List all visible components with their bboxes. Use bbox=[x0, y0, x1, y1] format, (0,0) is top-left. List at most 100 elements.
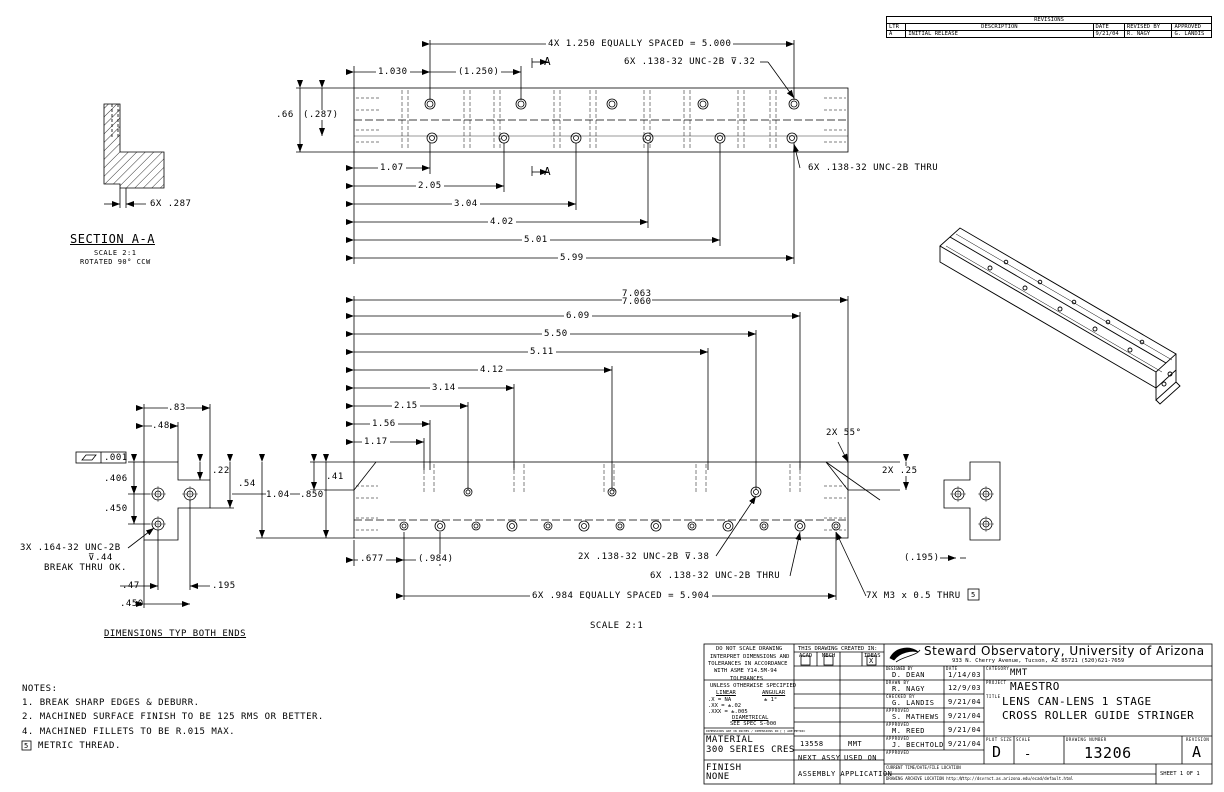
archive-label: DRAWING ARCHIVE LOCATION http:// bbox=[886, 776, 964, 781]
note-flag-text: METRIC THREAD. bbox=[38, 741, 121, 751]
front-dim-215: 2.15 bbox=[392, 401, 420, 411]
approved-label-4: APPROVED bbox=[886, 750, 910, 755]
tol-xx: .XX = ±.02 bbox=[708, 703, 742, 709]
revision-value: A bbox=[1192, 743, 1202, 761]
dim-22: .22 bbox=[212, 466, 230, 476]
dim-54: .54 bbox=[238, 479, 256, 489]
approved-2: M. REED bbox=[892, 727, 926, 735]
angular-label: ANGULAR bbox=[762, 690, 786, 696]
dim-450: .450 bbox=[104, 504, 128, 514]
note-1: 1. BREAK SHARP EDGES & DEBURR. bbox=[22, 698, 200, 708]
end-tap-note-1: 3X .164-32 UNC-2B bbox=[20, 543, 121, 553]
used-on-label: USED ON bbox=[844, 754, 878, 762]
front-dim-550: 5.50 bbox=[542, 329, 570, 339]
rev-cell: 9/21/04 bbox=[1092, 30, 1125, 38]
section-a-a-shape bbox=[103, 103, 165, 208]
scale-value: - bbox=[1024, 747, 1032, 761]
revisions-title: REVISIONS bbox=[886, 16, 1212, 24]
note-2: 2. MACHINED SURFACE FINISH TO BE 125 RMS… bbox=[22, 712, 324, 722]
dim-83: .83 bbox=[168, 403, 186, 413]
metric-note: 7X M3 x 0.5 THRU bbox=[866, 591, 961, 601]
category-value: MMT bbox=[1010, 668, 1028, 678]
plot-size-label: PLOT SIZE bbox=[986, 737, 1013, 742]
front-dim-117: 1.17 bbox=[362, 437, 390, 447]
org-address: 933 N. Cherry Avenue, Tucson, AZ 85721 (… bbox=[952, 658, 1125, 664]
dim-677: .677 bbox=[358, 554, 386, 564]
approved-label-1: APPROVED bbox=[886, 708, 910, 713]
front-dim-156: 1.56 bbox=[370, 419, 398, 429]
designed-by: D. DEAN bbox=[892, 671, 926, 679]
cad-acad: ACAD bbox=[799, 653, 813, 659]
dim-7060: 7.060 bbox=[622, 297, 652, 307]
metric-flag: 5 bbox=[971, 591, 976, 599]
material-label: MATERIAL bbox=[706, 735, 754, 745]
top-thru-note: 6X .138-32 UNC-2B THRU bbox=[808, 163, 939, 173]
approved-2-date: 9/21/04 bbox=[948, 726, 982, 734]
section-mark-bottom: A bbox=[544, 165, 552, 178]
interpret-2: TOLERANCES IN ACCORDANCE bbox=[708, 661, 788, 667]
rev-header-revised-by: REVISED BY bbox=[1123, 23, 1173, 31]
checked-date: 9/21/04 bbox=[948, 698, 982, 706]
section-title: SECTION A-A bbox=[70, 232, 155, 246]
revisions-table: REVISIONS LTR DESCRIPTION DATE REVISED B… bbox=[885, 16, 1212, 38]
dim-66: .66 bbox=[276, 110, 294, 120]
dim-450b: .450 bbox=[120, 599, 144, 609]
top-tap-note: 6X .138-32 UNC-2B ⊽.32 bbox=[624, 57, 756, 67]
archive-url: http://dsvrnct.as.arizona.edu/ecad/defau… bbox=[960, 776, 1074, 781]
isometric-view bbox=[939, 227, 1181, 405]
dim-195-right: (.195) bbox=[904, 553, 940, 563]
tap-note-38: 2X .138-32 UNC-2B ⊽.38 bbox=[578, 552, 710, 562]
revision-label: REVISION bbox=[1186, 737, 1210, 742]
flatness-value: .001 bbox=[104, 453, 128, 463]
do-not-scale: DO NOT SCALE DRAWING bbox=[716, 646, 783, 652]
dim-1250: (1.250) bbox=[456, 67, 502, 77]
dim-406: .406 bbox=[104, 474, 128, 484]
project-label: PROJECT bbox=[986, 680, 1007, 685]
top-view-holes bbox=[424, 98, 800, 144]
front-dim-511: 5.11 bbox=[528, 347, 556, 357]
created-in-label: THIS DRAWING CREATED IN: bbox=[798, 646, 878, 652]
rev-header-ltr: LTR bbox=[885, 23, 907, 31]
top-dim-2: 2.05 bbox=[416, 181, 444, 191]
front-dim-609: 6.09 bbox=[564, 311, 592, 321]
note-flag-num: 5 bbox=[24, 742, 29, 750]
title-line-1: LENS CAN-LENS 1 STAGE bbox=[1002, 695, 1152, 708]
drawing-number: 13206 bbox=[1084, 744, 1132, 762]
approved-1: S. MATHEWS bbox=[892, 713, 940, 721]
dim-1030: 1.030 bbox=[376, 67, 410, 77]
used-on-value: MMT bbox=[848, 740, 863, 748]
front-view-dim-lines bbox=[346, 296, 849, 490]
section-rotated: ROTATED 90° CCW bbox=[80, 258, 151, 266]
next-assy-label: NEXT ASSY bbox=[798, 754, 841, 762]
section-mark-top: A bbox=[544, 55, 552, 68]
plot-size-value: D bbox=[992, 743, 1002, 761]
rev-header-description: DESCRIPTION bbox=[905, 23, 1094, 31]
tol-xxx: .XXX = ±.005 bbox=[708, 709, 748, 715]
title-label: TITLE bbox=[986, 694, 1001, 699]
designed-date: 1/14/03 bbox=[948, 671, 982, 679]
drawn-by-label: DRAWN BY bbox=[886, 680, 910, 685]
dim-195: .195 bbox=[212, 581, 236, 591]
cad-checked-mark: X bbox=[869, 657, 874, 665]
title-block-lines bbox=[703, 643, 1213, 785]
cad-mech: MECH bbox=[822, 653, 836, 659]
section-scale: SCALE 2:1 bbox=[94, 249, 137, 257]
diametrical-label: DIAMETRICAL bbox=[732, 715, 769, 721]
section-dim-287: 6X .287 bbox=[150, 199, 192, 209]
end-view-caption: DIMENSIONS TYP BOTH ENDS bbox=[104, 629, 247, 639]
checked-by-label: CHECKED BY bbox=[886, 694, 916, 699]
checked-by: G. LANDIS bbox=[892, 699, 935, 707]
dim-984: (.984) bbox=[416, 554, 456, 564]
see-spec: SEE SPEC S-000 bbox=[730, 721, 777, 727]
end-tap-note-2: ⊽.44 bbox=[88, 553, 113, 563]
approved-3: J. BECHTOLD bbox=[892, 741, 944, 749]
rev-cell: INITIAL RELEASE bbox=[905, 30, 1094, 38]
dim-7063: 7.063 bbox=[622, 289, 652, 299]
designed-by-label: DESIGNED BY bbox=[886, 666, 913, 671]
note-4: 4. MACHINED FILLETS TO BE R.015 MAX. bbox=[22, 727, 236, 737]
date-label: DATE bbox=[946, 666, 958, 671]
rev-cell: R. NAGY bbox=[1123, 30, 1173, 38]
dim-287: (.287) bbox=[303, 110, 339, 120]
rev-cell: G. LANDIS bbox=[1171, 30, 1212, 38]
